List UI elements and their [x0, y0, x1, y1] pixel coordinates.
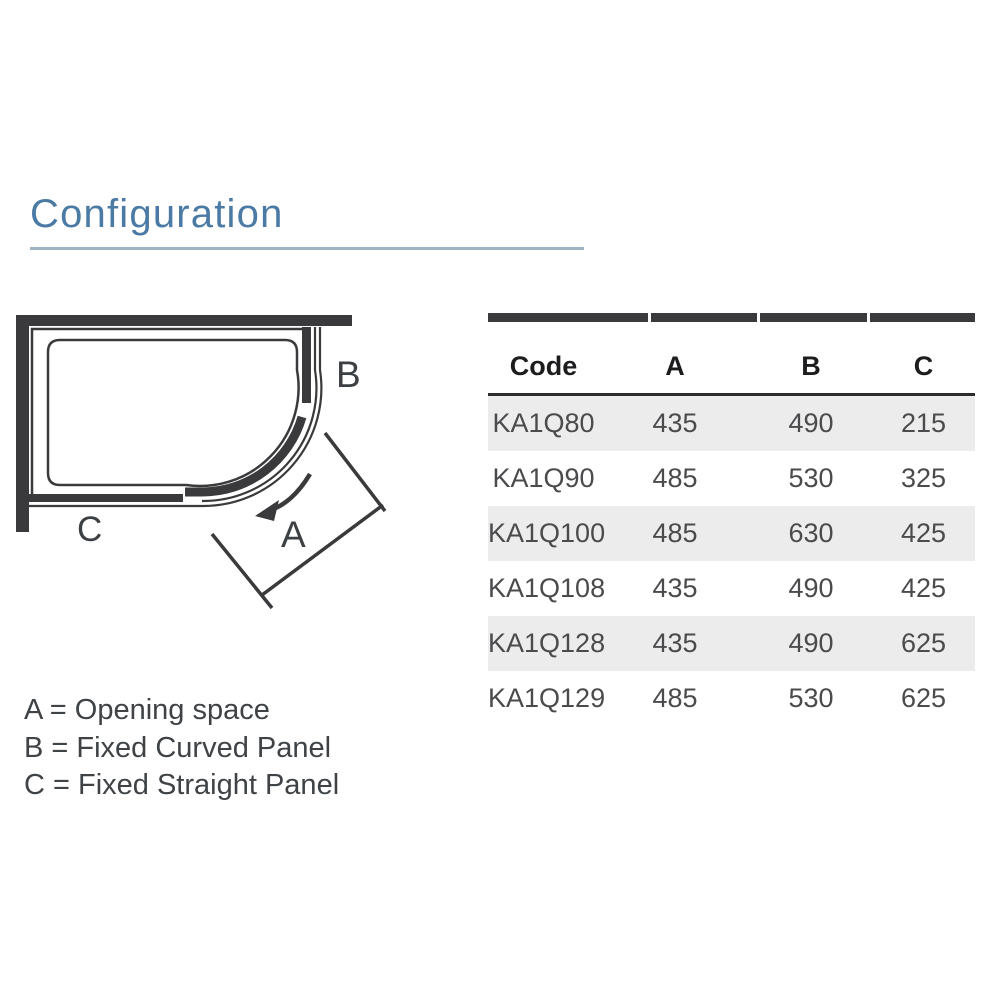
table-row: KA1Q108 435 490 425 [488, 561, 975, 616]
fixed-curved-panel [302, 327, 311, 403]
top-bar-segment [651, 313, 757, 322]
header-cell-c: C [913, 350, 934, 381]
table-cell-code: KA1Q90 [492, 463, 595, 493]
legend-item-b: B = Fixed Curved Panel [24, 731, 332, 764]
table-cell-code: KA1Q128 [488, 628, 606, 658]
table-cell: 325 [900, 463, 947, 493]
spec-table: Code A B C KA1Q80 435 490 215 KA1Q90 485… [488, 313, 975, 726]
fixed-straight-panel [28, 494, 183, 502]
diagram-label-c: C [77, 510, 102, 549]
table-cell: 435 [652, 573, 698, 603]
wall-left [16, 315, 29, 532]
shower-enclosure-diagram: B C A [16, 315, 387, 610]
table-header-row: Code A B C [488, 322, 975, 393]
page-title: Configuration [30, 192, 284, 236]
table-cell: 215 [900, 408, 947, 438]
table-cell: 425 [900, 573, 947, 603]
table-cell-code: KA1Q80 [492, 408, 595, 438]
table-cell: 625 [900, 628, 947, 658]
table-cell: 435 [652, 628, 698, 658]
table-row: KA1Q90 485 530 325 [488, 451, 975, 506]
table-cell: 485 [652, 683, 698, 713]
table-cell: 485 [652, 518, 698, 548]
table-cell: 625 [900, 683, 947, 713]
table-cell: 530 [788, 683, 834, 713]
arrowhead-icon [255, 500, 279, 521]
diagram-label-a: A [281, 514, 306, 555]
table-cell: 530 [788, 463, 834, 493]
header-cell-b: B [801, 350, 821, 381]
outer-track-line [28, 327, 323, 508]
legend-item-a: A = Opening space [24, 694, 270, 726]
table-cell: 485 [652, 463, 698, 493]
table-cell: 490 [788, 408, 834, 438]
table-cell-code: KA1Q100 [488, 518, 606, 548]
table-row: KA1Q100 485 630 425 [488, 506, 975, 561]
table-cell: 425 [900, 518, 947, 548]
legend: A = Opening space B = Fixed Curved Panel… [24, 692, 339, 805]
top-bar-segment [870, 313, 975, 322]
table-row: KA1Q128 435 490 625 [488, 616, 975, 671]
title-underline [30, 247, 584, 250]
table-row: KA1Q80 435 490 215 [488, 396, 975, 451]
inner-track-line [201, 327, 318, 503]
header-cell-a: A [665, 350, 685, 381]
dimension-extension-lower [210, 532, 274, 610]
table-cell: 490 [788, 573, 834, 603]
table-cell: 490 [788, 628, 834, 658]
table-cell: 630 [788, 518, 834, 548]
legend-item-c: C = Fixed Straight Panel [24, 769, 340, 801]
table-top-bar [488, 313, 975, 322]
shower-tray [46, 338, 300, 488]
diagram-label-b: B [336, 354, 361, 395]
table-row: KA1Q129 485 530 625 [488, 671, 975, 726]
header-cell-code: Code [509, 350, 578, 381]
wall-top [17, 315, 352, 326]
table-cell-code: KA1Q129 [488, 683, 606, 713]
table-cell-code: KA1Q108 [488, 573, 606, 603]
top-bar-segment [760, 313, 867, 322]
table-cell: 435 [652, 408, 698, 438]
opening-dimension-line [260, 503, 385, 597]
header-divider [488, 393, 975, 396]
sliding-door-arc [185, 415, 307, 497]
dimension-extension-upper [323, 431, 387, 513]
top-bar-segment [488, 313, 648, 322]
